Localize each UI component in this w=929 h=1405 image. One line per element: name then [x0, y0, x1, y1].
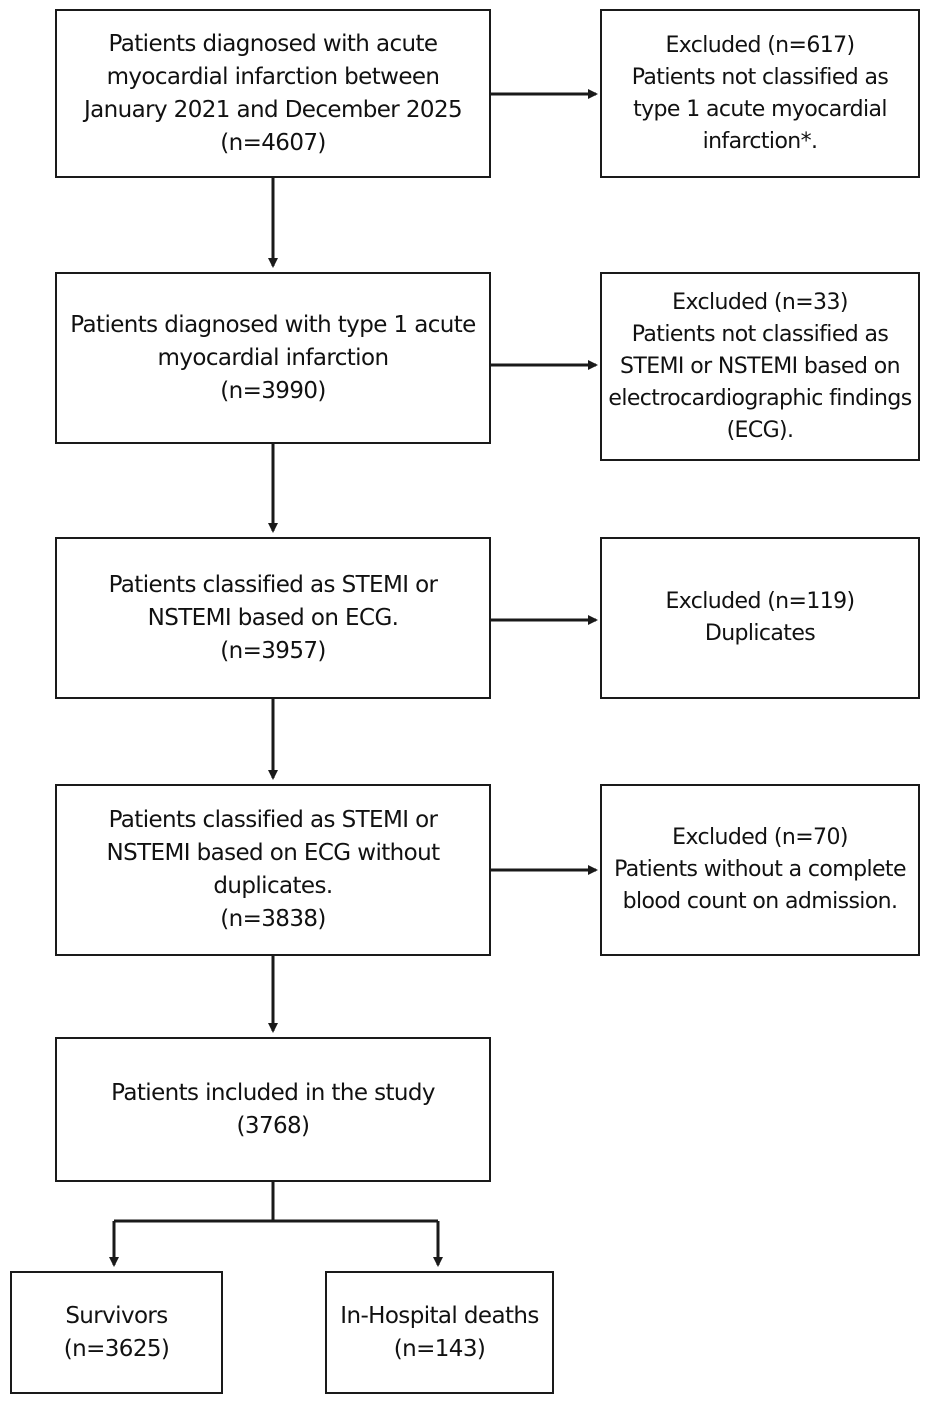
exclusion1-line: Patients not classified as: [631, 64, 889, 90]
step2-box: Patients diagnosed with type 1 acute myo…: [55, 272, 491, 444]
exclusion4-heading: Excluded (n=70): [672, 825, 848, 850]
exclusion3-box: Excluded (n=119) Duplicates: [600, 537, 920, 699]
exclusion4-line: blood count on admission.: [622, 889, 898, 914]
exclusion1-line: infarction*.: [702, 128, 818, 154]
exclusion2-line: electrocardiographic findings: [608, 385, 912, 411]
exclusion2-line: Patients not classified as: [631, 321, 889, 347]
exclusion1-box: Excluded (n=617) Patients not classified…: [600, 9, 920, 178]
step4-line: Patients classified as STEMI or: [108, 807, 438, 833]
exclusion1-line: type 1 acute myocardial: [633, 96, 887, 122]
step2-line: Patients diagnosed with type 1 acute: [70, 311, 476, 338]
exclusion2-line: (ECG).: [726, 417, 794, 443]
exclusion2-line: STEMI or NSTEMI based on: [620, 353, 901, 379]
step1-box: Patients diagnosed with acute myocardial…: [55, 9, 491, 178]
step4-line: NSTEMI based on ECG without: [106, 840, 440, 866]
deaths-box: In-Hospital deaths (n=143): [325, 1271, 554, 1394]
exclusion3-line: Duplicates: [704, 621, 816, 646]
step4-count: (n=3838): [220, 906, 326, 932]
step4-line: duplicates.: [213, 873, 333, 899]
exclusion4-line: Patients without a complete: [614, 857, 906, 882]
deaths-label: In-Hospital deaths: [340, 1302, 539, 1329]
step4-box: Patients classified as STEMI or NSTEMI b…: [55, 784, 491, 956]
included-box: Patients included in the study (3768): [55, 1037, 491, 1182]
exclusion4-box: Excluded (n=70) Patients without a compl…: [600, 784, 920, 956]
step3-line: NSTEMI based on ECG.: [147, 604, 399, 631]
survivors-box: Survivors (n=3625): [10, 1271, 223, 1394]
step1-line: myocardial infarction between: [106, 63, 440, 90]
step3-line: Patients classified as STEMI or: [108, 571, 438, 598]
step2-count: (n=3990): [220, 377, 326, 404]
step1-count: (n=4607): [220, 129, 326, 156]
deaths-count: (n=143): [393, 1335, 486, 1362]
survivors-label: Survivors: [65, 1302, 168, 1329]
exclusion2-box: Excluded (n=33) Patients not classified …: [600, 272, 920, 461]
included-line: Patients included in the study: [111, 1079, 435, 1106]
step3-box: Patients classified as STEMI or NSTEMI b…: [55, 537, 491, 699]
step1-line: January 2021 and December 2025: [83, 96, 463, 123]
exclusion2-heading: Excluded (n=33): [672, 289, 848, 315]
exclusion3-heading: Excluded (n=119): [665, 589, 855, 614]
step3-count: (n=3957): [220, 637, 326, 664]
step2-line: myocardial infarction: [157, 344, 389, 371]
survivors-count: (n=3625): [63, 1335, 170, 1362]
step1-line: Patients diagnosed with acute: [108, 30, 439, 57]
exclusion1-heading: Excluded (n=617): [665, 32, 855, 58]
included-count: (3768): [236, 1112, 310, 1139]
